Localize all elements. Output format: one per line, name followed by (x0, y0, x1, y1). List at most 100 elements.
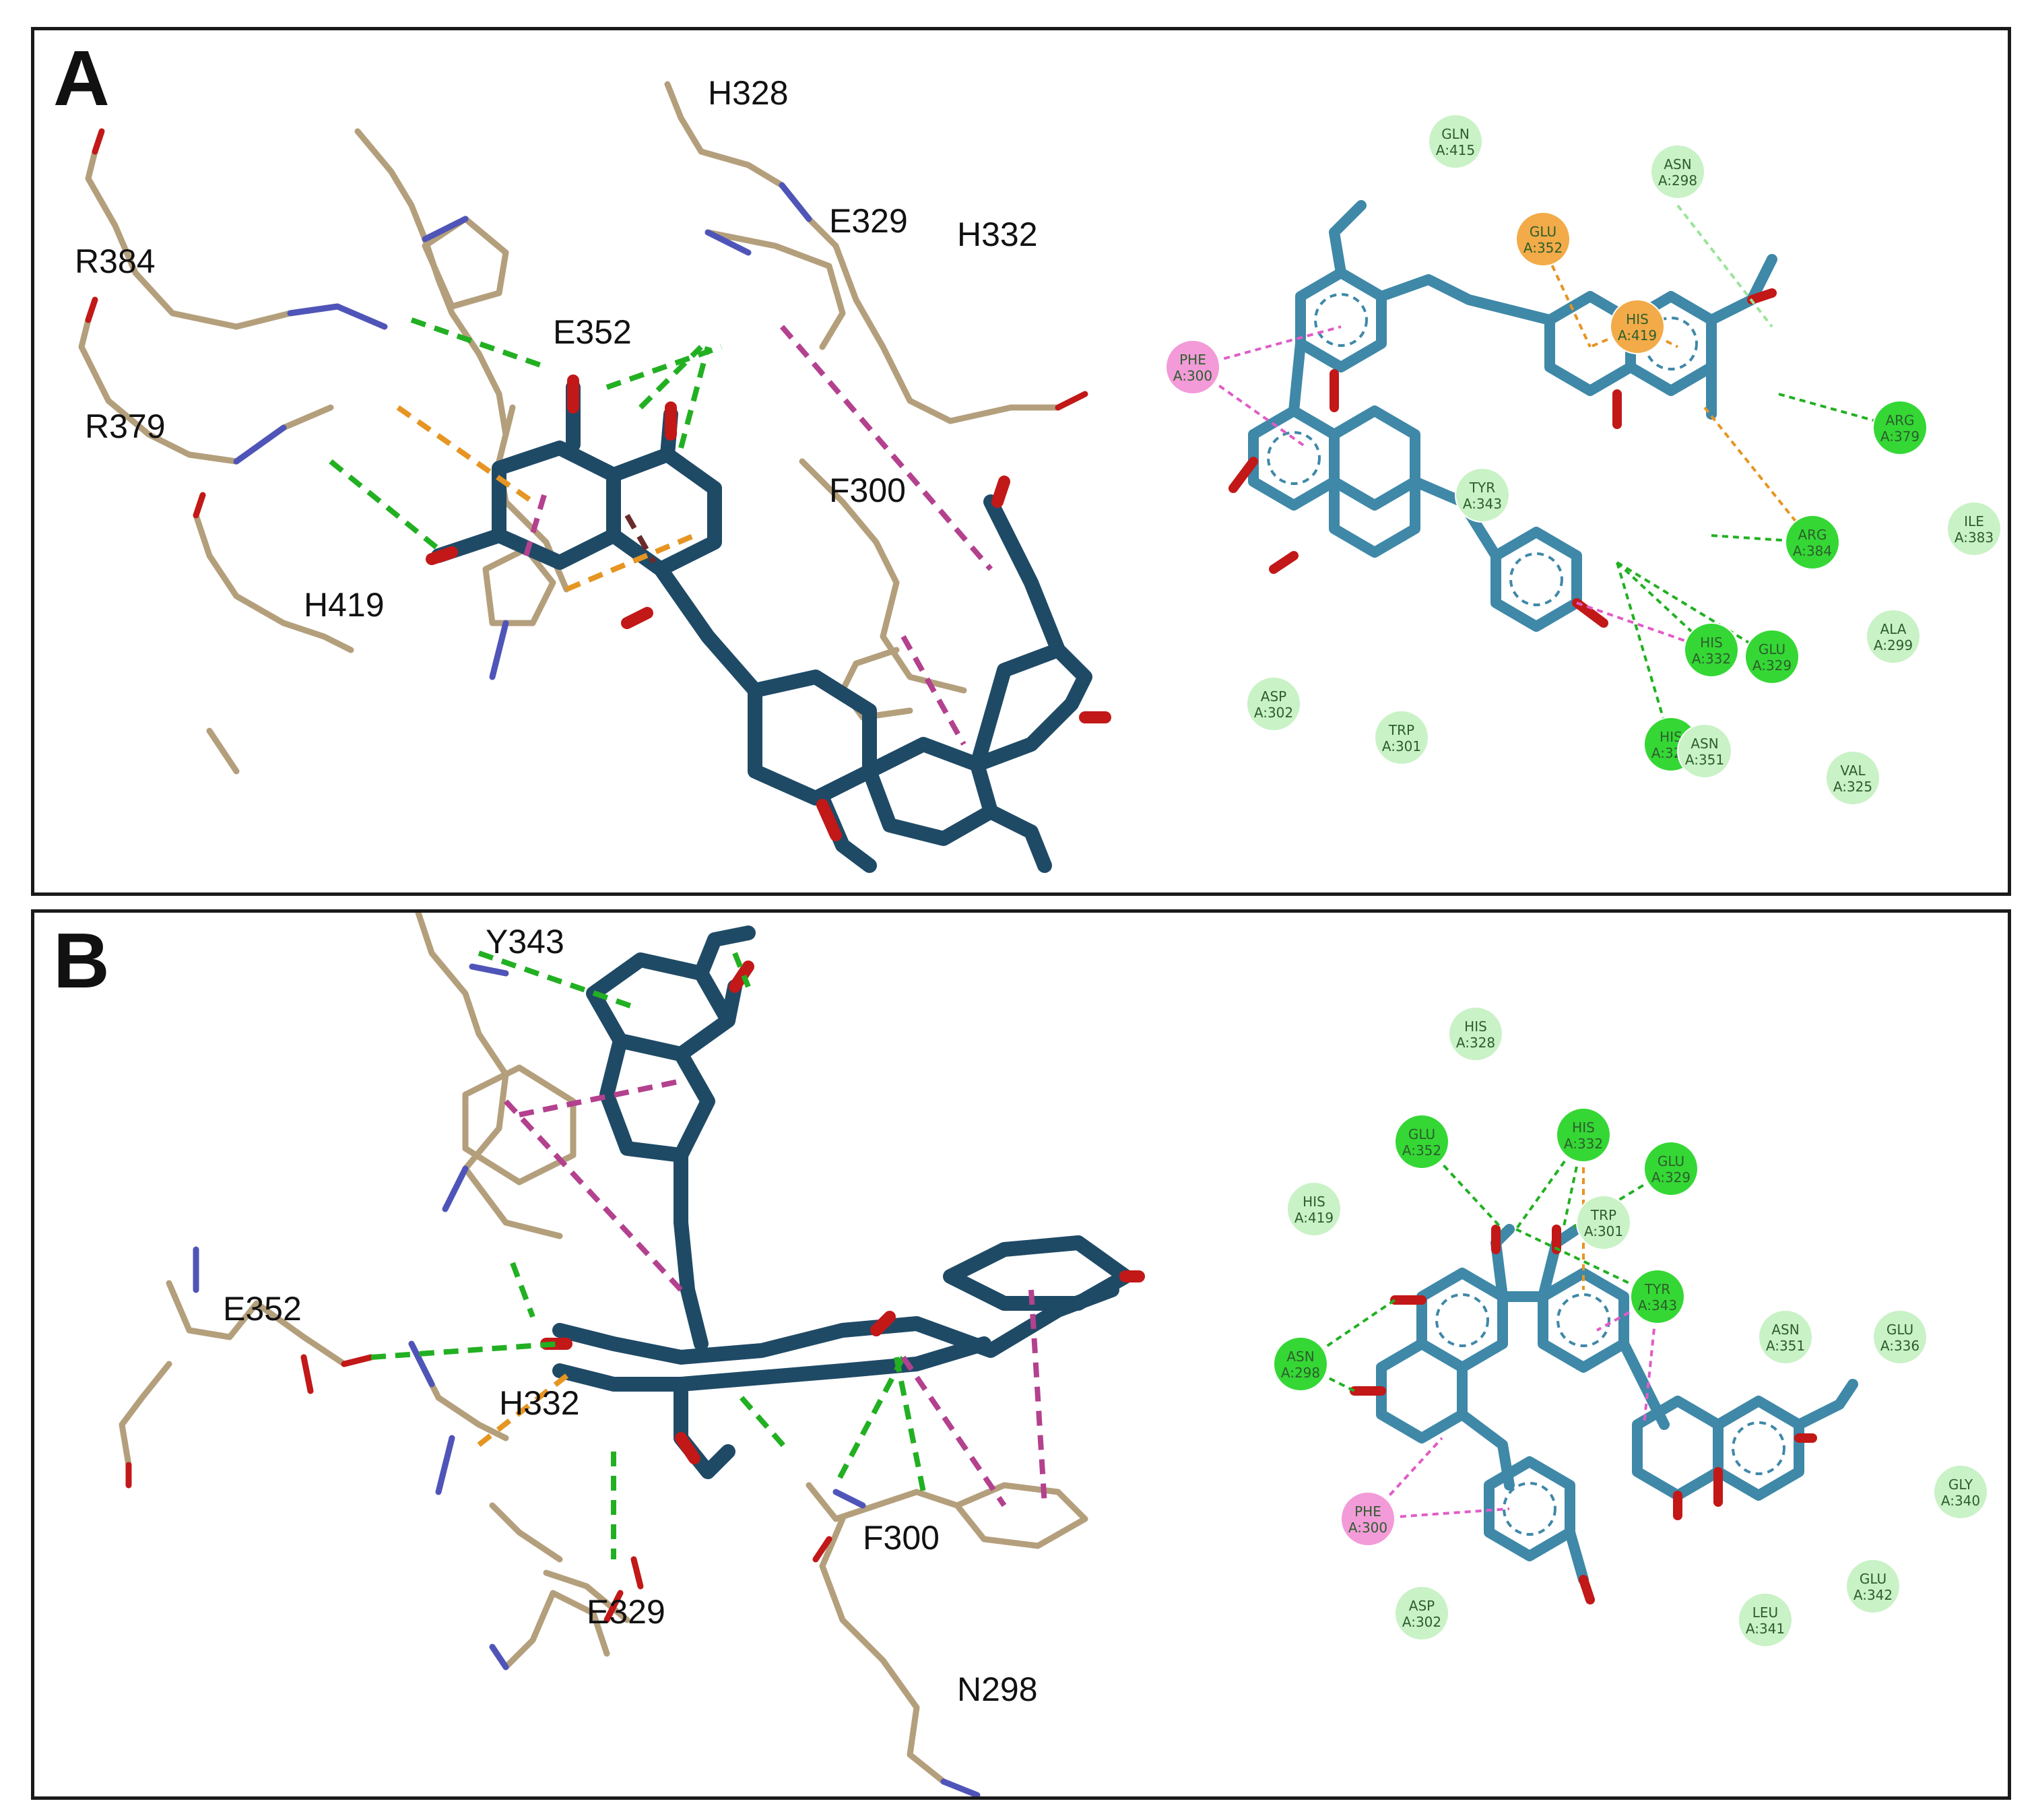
label-e329: E329 (829, 202, 908, 240)
residue-id: A:419 (1618, 327, 1657, 344)
residue-id: A:415 (1436, 142, 1475, 158)
ligand-oxygens-b (540, 961, 1145, 1464)
residue-name: TRP (1590, 1207, 1616, 1223)
panel-b: B (31, 909, 2011, 1800)
residue-disc (1785, 515, 1840, 570)
residue-disc (1246, 676, 1301, 732)
residue-disc (1650, 144, 1705, 199)
residue-name: ASP (1409, 1598, 1435, 1614)
residue-disc (1394, 1586, 1449, 1641)
residue-disc (1872, 1309, 1928, 1365)
residue-disc (1340, 1491, 1396, 1547)
residue-disc (1946, 501, 2002, 556)
residue-disc (1428, 114, 1483, 169)
label-n298: N298 (957, 1670, 1038, 1708)
residue-name: HIS (1700, 635, 1723, 651)
residue-id: A:343 (1638, 1297, 1677, 1313)
residue-disc (1684, 622, 1739, 678)
residue-id: A:298 (1281, 1365, 1320, 1381)
residue-id: A:340 (1941, 1493, 1980, 1509)
residue-disc (1738, 1592, 1793, 1648)
residue-name: GLU (1408, 1126, 1435, 1142)
label-r384: R384 (75, 242, 156, 280)
residue-id: A:302 (1402, 1614, 1441, 1630)
residue-id: A:329 (1651, 1169, 1691, 1185)
residue-id: A:301 (1382, 738, 1421, 754)
ligand-2d-a (1248, 200, 1777, 632)
residue-id: A:351 (1766, 1338, 1805, 1354)
interactions-3d-a (329, 317, 993, 746)
label-e352: E352 (223, 1290, 302, 1328)
panel-a-drawing: H328 R384 E329 H332 E352 R379 F300 H419 (75, 74, 2002, 873)
residue-disc (1286, 1181, 1342, 1237)
residue-name: PHE (1354, 1503, 1381, 1520)
interactions-3d-b (370, 950, 1047, 1559)
residue-name: GLN (1441, 126, 1470, 142)
residue-id: A:383 (1955, 529, 1994, 546)
residue-id: A:325 (1833, 779, 1872, 795)
residue-name: HIS (1572, 1119, 1595, 1136)
residue-disc (1825, 750, 1880, 806)
label-e352: E352 (553, 313, 632, 351)
residue-name: LEU (1752, 1604, 1778, 1621)
residue-id: A:300 (1348, 1520, 1387, 1536)
residue-id: A:299 (1874, 637, 1913, 653)
ligand-2d-oxygens-a (1228, 288, 1777, 628)
residue-id: A:332 (1692, 651, 1731, 667)
residue-name: ASN (1286, 1348, 1314, 1365)
residue-id: A:419 (1294, 1210, 1334, 1226)
residue-disc (1643, 1141, 1699, 1196)
label-h328: H328 (708, 74, 789, 112)
label-h419: H419 (304, 586, 385, 624)
residue-disc (1273, 1336, 1328, 1392)
residue-id: A:328 (1456, 1035, 1495, 1051)
residue-disc (1845, 1559, 1901, 1614)
label-h332: H332 (499, 1384, 580, 1422)
residue-name: TYR (1644, 1281, 1670, 1297)
residue-disc (1374, 710, 1429, 765)
residue-name: GLU (1759, 641, 1785, 657)
panel-letter-b: B (53, 917, 110, 1004)
residue-id: A:301 (1584, 1223, 1623, 1239)
residue-disc (1866, 609, 1921, 664)
residue-name: GLU (1658, 1153, 1684, 1169)
residues-2d-a: GLNA:415ASNA:298GLUA:352HISA:419PHEA:300… (1165, 114, 2002, 806)
residues-2d-b: HISA:328GLUA:352HISA:332GLUA:329HISA:419… (1273, 1006, 1988, 1648)
residue-disc (1630, 1269, 1685, 1324)
residue-id: A:302 (1254, 705, 1293, 721)
label-y343: Y343 (486, 923, 564, 961)
residue-name: HIS (1464, 1018, 1487, 1035)
interactions-2d-b (1299, 1134, 1672, 1520)
ligand-2d-b (1376, 1224, 1858, 1585)
residue-name: HIS (1626, 311, 1649, 327)
residue-disc (1744, 629, 1800, 684)
residue-disc (1165, 339, 1220, 395)
residue-name: ASP (1261, 688, 1286, 705)
heteroatoms-a (85, 128, 1088, 680)
residue-name: HIS (1303, 1194, 1325, 1210)
residue-name: PHE (1179, 352, 1206, 368)
residue-id: A:298 (1658, 172, 1697, 189)
residue-name: GLU (1860, 1571, 1887, 1587)
residue-id: A:300 (1173, 368, 1212, 384)
residue-id: A:341 (1746, 1621, 1785, 1637)
